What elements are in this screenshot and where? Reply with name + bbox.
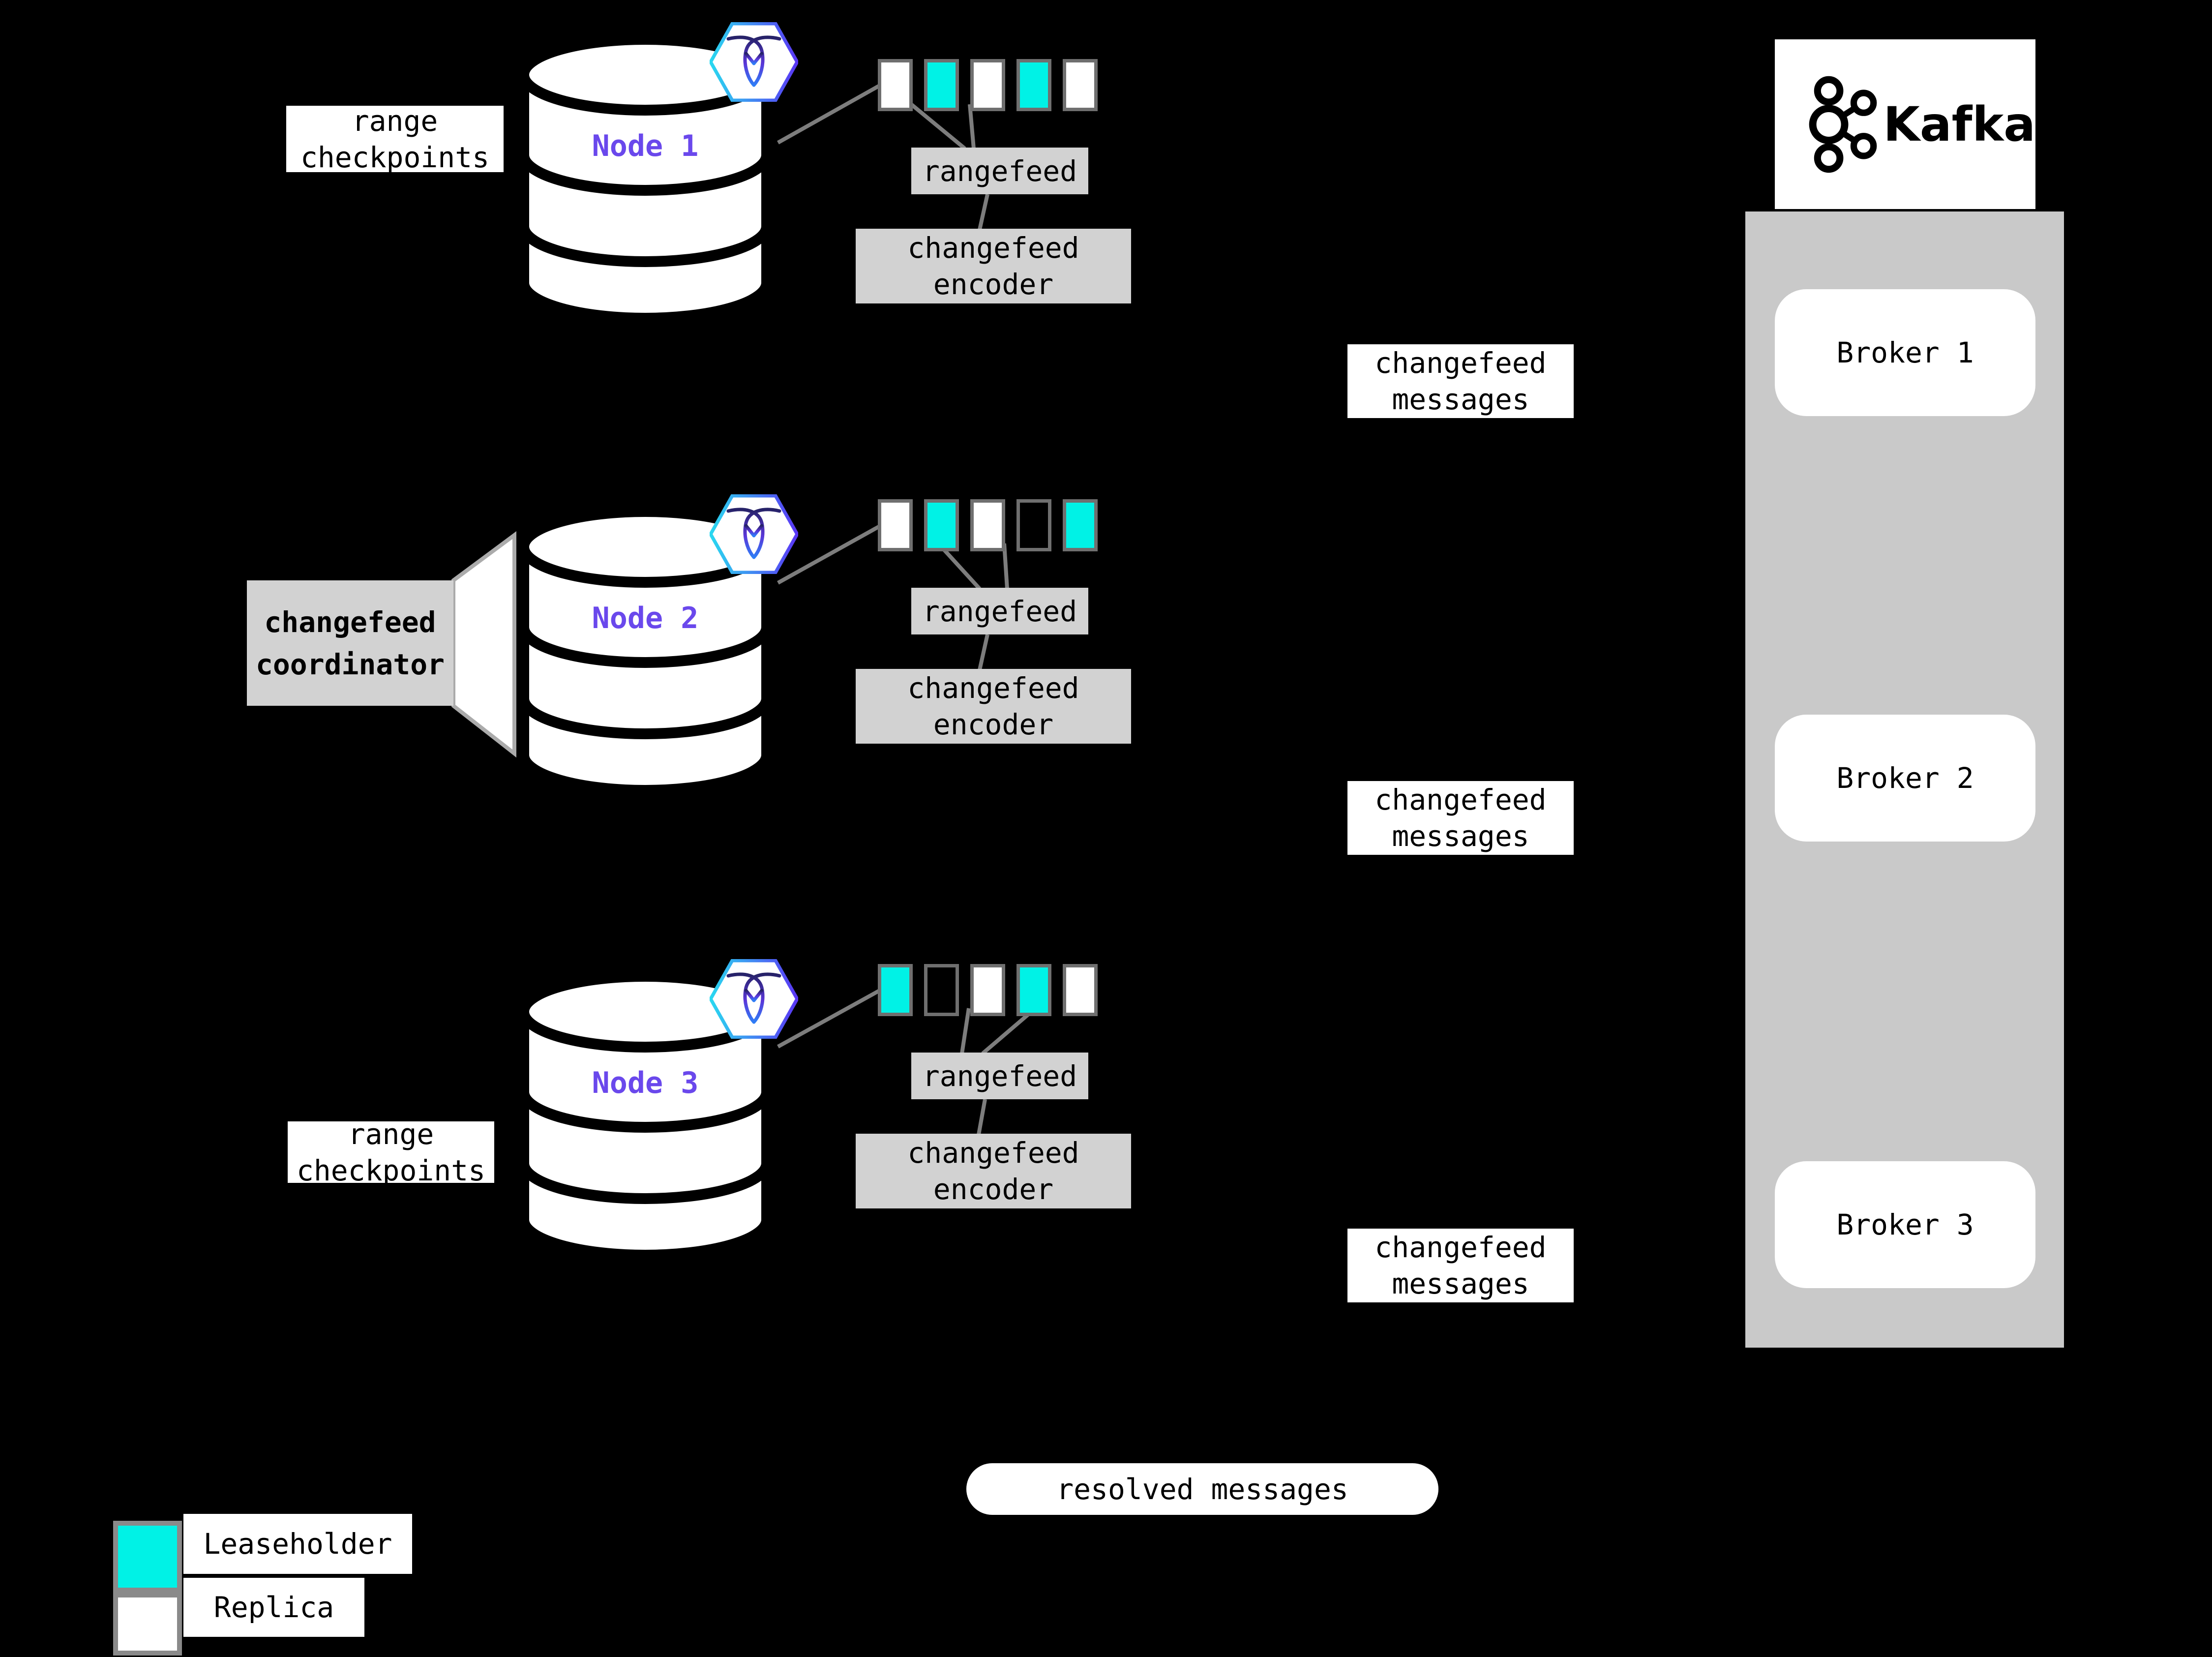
legend-replica-label: Replica bbox=[183, 1578, 364, 1637]
label-line: messages bbox=[1392, 819, 1529, 853]
range-square bbox=[970, 964, 1005, 1016]
encoder-label-line: encoder bbox=[933, 268, 1054, 301]
coordinator-callout-flag bbox=[451, 531, 516, 758]
range-square bbox=[1016, 964, 1051, 1016]
range-square bbox=[1063, 499, 1098, 551]
kafka-wordmark: Kafka bbox=[1883, 96, 2035, 152]
range-square bbox=[1016, 499, 1051, 551]
legend-replica-swatch bbox=[113, 1593, 182, 1656]
label-line: checkpoints bbox=[300, 140, 490, 174]
rangefeed-label: rangefeed bbox=[922, 594, 1077, 628]
broker-label: Broker 2 bbox=[1836, 761, 1974, 795]
encoder-label-line: encoder bbox=[933, 708, 1054, 741]
label-line: checkpoints bbox=[296, 1153, 486, 1187]
broker-label: Broker 1 bbox=[1836, 336, 1974, 369]
cockroachdb-icon bbox=[710, 22, 798, 102]
node1-cylinder bbox=[518, 34, 772, 324]
encoder-label-line: changefeed bbox=[907, 1136, 1079, 1170]
changefeed-coordinator-box: changefeed coordinator bbox=[247, 580, 453, 706]
range-square bbox=[1063, 59, 1098, 111]
node2-encoder-box: changefeed encoder bbox=[856, 669, 1131, 744]
label-line: messages bbox=[1392, 1267, 1529, 1300]
node3-label: Node 3 bbox=[592, 1066, 699, 1100]
node1-label: Node 1 bbox=[592, 129, 699, 163]
broker-label: Broker 3 bbox=[1836, 1208, 1974, 1241]
broker-3: Broker 3 bbox=[1775, 1161, 2035, 1288]
cockroachdb-icon bbox=[710, 959, 798, 1039]
label-line: range bbox=[348, 1117, 434, 1151]
range-square bbox=[1063, 964, 1098, 1016]
encoder-label-line: changefeed bbox=[907, 231, 1079, 265]
legend-leaseholder-swatch bbox=[113, 1521, 182, 1593]
label-line: changefeed bbox=[1375, 1231, 1547, 1264]
changefeed-messages-label-2: changefeed messages bbox=[1347, 781, 1574, 855]
range-checkpoints-label-bottom: range checkpoints bbox=[288, 1117, 494, 1187]
range-square bbox=[1016, 59, 1051, 111]
range-square bbox=[924, 59, 959, 111]
connector-lines bbox=[777, 83, 1038, 1135]
coordinator-label-line: coordinator bbox=[255, 647, 445, 681]
node1-ranges bbox=[878, 59, 1098, 111]
broker-1: Broker 1 bbox=[1775, 289, 2035, 416]
range-square bbox=[878, 964, 913, 1016]
rangefeed-label: rangefeed bbox=[922, 1059, 1077, 1093]
resolved-messages-label: resolved messages bbox=[1056, 1472, 1348, 1506]
node2-rangefeed-box: rangefeed bbox=[911, 588, 1088, 634]
label-line: Leaseholder bbox=[203, 1527, 392, 1561]
node2-cylinder bbox=[518, 506, 772, 796]
label-line: changefeed bbox=[1375, 783, 1547, 816]
resolved-messages-pill: resolved messages bbox=[966, 1463, 1438, 1515]
node2-label: Node 2 bbox=[592, 601, 699, 635]
node2-ranges bbox=[878, 499, 1098, 551]
changefeed-messages-label-3: changefeed messages bbox=[1347, 1229, 1574, 1302]
node1-rangefeed-box: rangefeed bbox=[911, 148, 1088, 194]
label-line: Replica bbox=[213, 1591, 334, 1624]
encoder-label-line: changefeed bbox=[907, 671, 1079, 705]
kafka-logo-icon bbox=[1809, 76, 1877, 173]
coordinator-label-line: changefeed bbox=[264, 605, 436, 639]
rangefeed-label: rangefeed bbox=[922, 154, 1077, 188]
label-line: range bbox=[352, 104, 438, 138]
range-square bbox=[878, 499, 913, 551]
label-line: messages bbox=[1392, 383, 1529, 416]
encoder-label-line: encoder bbox=[933, 1173, 1054, 1206]
legend-leaseholder-label: Leaseholder bbox=[183, 1514, 412, 1574]
node3-cylinder bbox=[518, 971, 772, 1261]
node3-ranges bbox=[878, 964, 1098, 1016]
range-square bbox=[878, 59, 913, 111]
range-square bbox=[970, 59, 1005, 111]
range-checkpoints-label-top: range checkpoints bbox=[286, 104, 504, 174]
node3-encoder-box: changefeed encoder bbox=[856, 1134, 1131, 1208]
broker-2: Broker 2 bbox=[1775, 715, 2035, 842]
range-square bbox=[970, 499, 1005, 551]
range-square bbox=[924, 964, 959, 1016]
kafka-logo-box: Kafka bbox=[1775, 39, 2035, 209]
cockroachdb-icon bbox=[710, 494, 798, 574]
label-line: changefeed bbox=[1375, 346, 1547, 380]
changefeed-messages-label-1: changefeed messages bbox=[1347, 344, 1574, 418]
node3-rangefeed-box: rangefeed bbox=[911, 1053, 1088, 1099]
node1-encoder-box: changefeed encoder bbox=[856, 229, 1131, 303]
range-square bbox=[924, 499, 959, 551]
